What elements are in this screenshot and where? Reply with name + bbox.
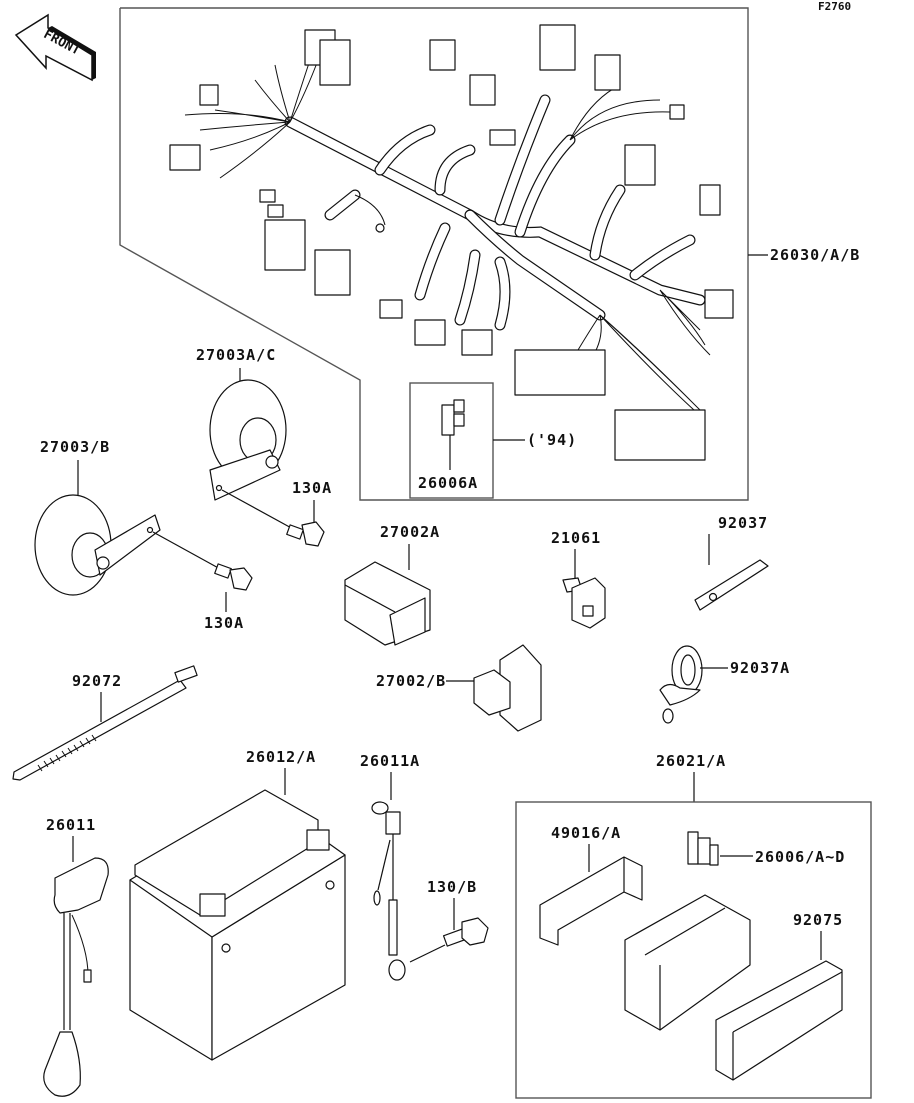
wire-harness bbox=[184, 54, 711, 421]
switch-21061[interactable]: 21061 bbox=[551, 529, 606, 629]
cover-92075[interactable]: 92075 bbox=[715, 911, 843, 1081]
fuse-94-group[interactable]: ('94) 26006A bbox=[409, 382, 577, 499]
diagram-code: F2760 bbox=[818, 0, 851, 13]
fuse-box-group[interactable]: 26021/A 49016/A 26006/A~D 92075 bbox=[515, 752, 872, 1099]
part-label: 27002/B bbox=[376, 672, 446, 690]
part-label: 92075 bbox=[793, 911, 843, 929]
fuse-26006ad[interactable]: 26006/A~D bbox=[687, 831, 845, 866]
harness-label: 26030/A/B bbox=[770, 246, 860, 264]
fuse-box-body bbox=[624, 894, 751, 1031]
part-label: 92037A bbox=[730, 659, 790, 677]
relay-27002b[interactable]: 27002/B bbox=[376, 644, 542, 732]
bolt-130b[interactable]: 130/B bbox=[427, 878, 489, 947]
horn-ac[interactable]: 27003A/C bbox=[196, 346, 296, 531]
relay-27002a[interactable]: 27002A bbox=[344, 523, 440, 646]
part-label: 27003/B bbox=[40, 438, 110, 456]
harness-group[interactable]: 26030/A/B bbox=[119, 7, 860, 501]
part-label: 21061 bbox=[551, 529, 601, 547]
part-label: 26011 bbox=[46, 816, 96, 834]
part-label: 27003A/C bbox=[196, 346, 276, 364]
bolt-130a-1[interactable]: 130A bbox=[286, 479, 332, 547]
part-label: 130A bbox=[204, 614, 244, 632]
front-arrow-icon: FRONT bbox=[14, 13, 96, 82]
harness-connectors bbox=[169, 24, 734, 461]
bolt-130a-2[interactable]: 130A bbox=[204, 563, 253, 632]
part-label: 26006/A~D bbox=[755, 848, 845, 866]
strap-92037[interactable]: 92037 bbox=[694, 514, 769, 611]
band-92072[interactable]: 92072 bbox=[12, 665, 198, 781]
part-label: 92072 bbox=[72, 672, 122, 690]
horn-b[interactable]: 27003/B bbox=[34, 438, 223, 596]
fuse-box-label: 26021/A bbox=[656, 752, 726, 770]
part-label: 130/B bbox=[427, 878, 477, 896]
part-label: 92037 bbox=[718, 514, 768, 532]
part-label: 26012/A bbox=[246, 748, 316, 766]
bracket-49016a[interactable]: 49016/A bbox=[539, 824, 643, 946]
fuse-94-label: 26006A bbox=[418, 474, 478, 492]
fuse-94-note: ('94) bbox=[527, 431, 577, 449]
part-label: 27002A bbox=[380, 523, 440, 541]
part-label: 49016/A bbox=[551, 824, 621, 842]
part-label: 130A bbox=[292, 479, 332, 497]
lead-26011a[interactable]: 26011A bbox=[360, 752, 446, 981]
part-label: 26011A bbox=[360, 752, 420, 770]
clamp-92037a[interactable]: 92037A bbox=[659, 645, 790, 724]
battery-26012a[interactable]: 26012/A bbox=[129, 748, 346, 1061]
lead-26011[interactable]: 26011 bbox=[43, 816, 109, 1097]
